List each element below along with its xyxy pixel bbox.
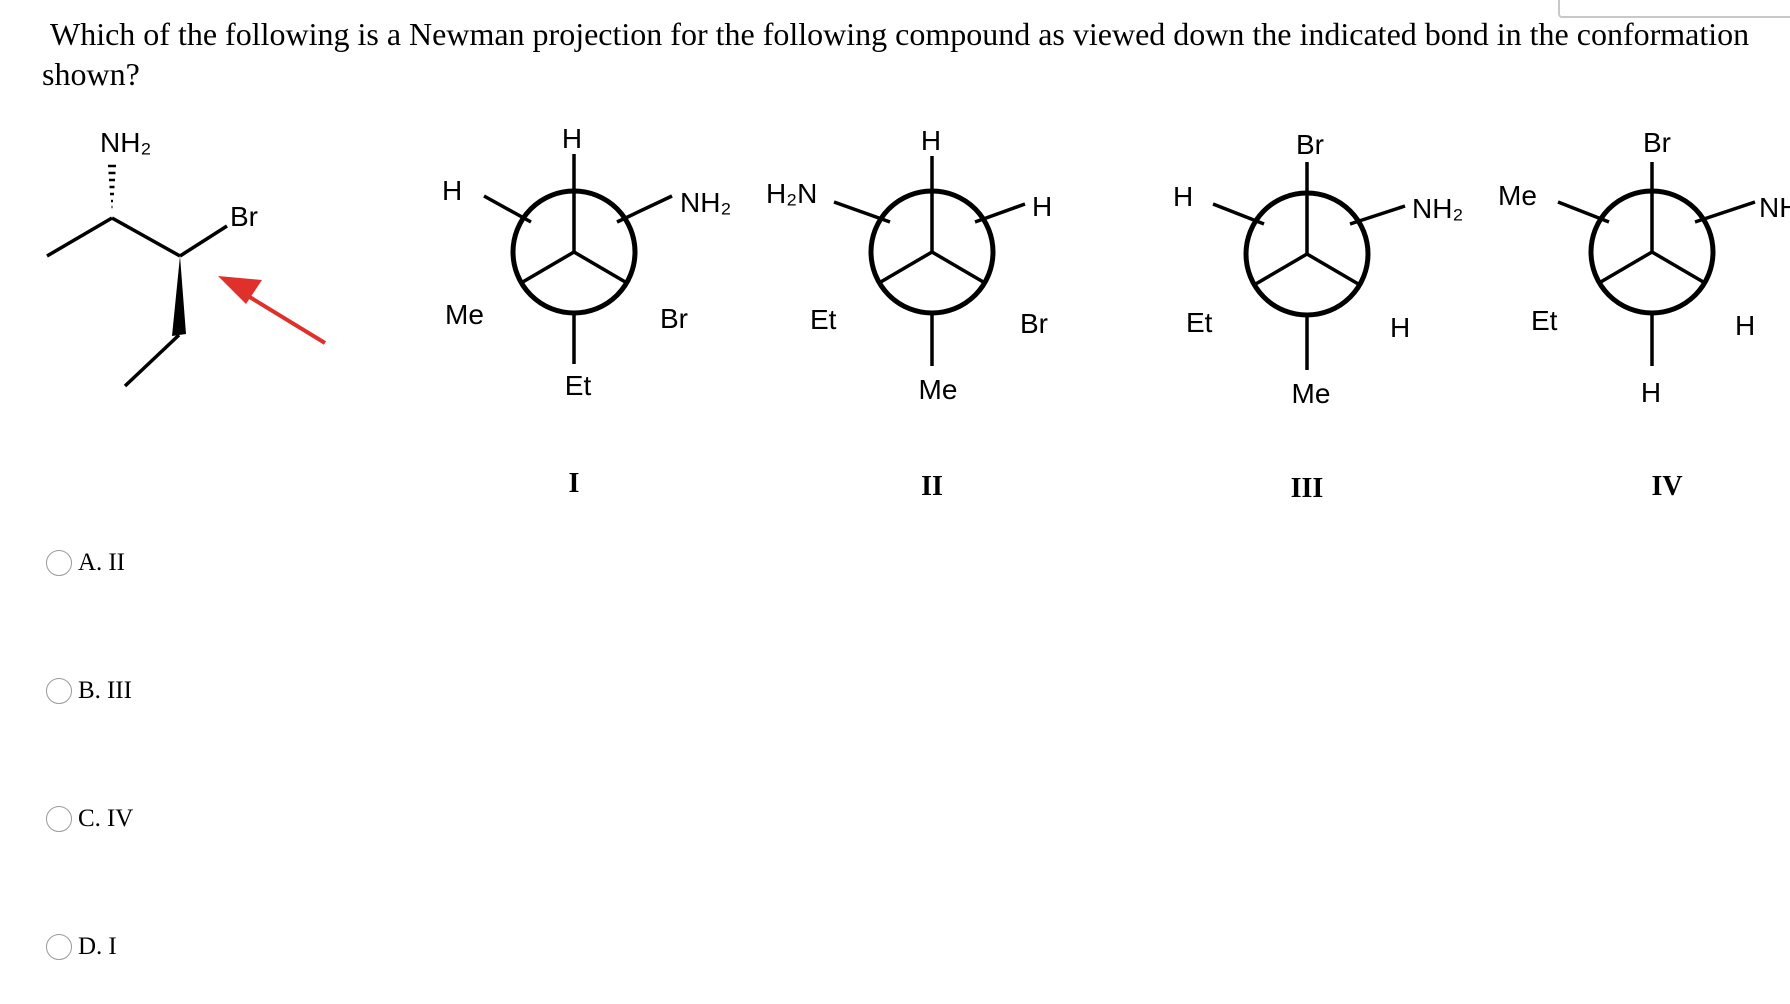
solid-wedge (172, 256, 186, 336)
option-b-radio[interactable] (46, 678, 72, 704)
newman-iv-top-label: Br (1643, 127, 1671, 158)
option-a[interactable]: A. II (46, 548, 125, 578)
newman-i-upper-left-label: H (442, 175, 462, 206)
newman-ii-top-label: H (921, 125, 941, 156)
compound-label-nh2: NH₂ (100, 127, 151, 158)
option-d[interactable]: D. I (46, 932, 117, 962)
newman-iii-bottom-label: Me (1292, 378, 1331, 409)
option-b-letter: B. (78, 677, 101, 704)
newman-i-upper-right-label: NH₂ (680, 187, 731, 218)
newman-iii-upper-right-label: NH₂ (1412, 193, 1463, 224)
newman-iv-numeral: IV (1651, 471, 1682, 502)
newman-projection-iv: Br Me NH Et H H IV (1498, 127, 1790, 502)
newman-iii-top-label: Br (1296, 129, 1324, 160)
compound-structure: NH₂ Br (46, 127, 327, 388)
newman-ii-lower-left-label: Et (810, 304, 837, 335)
option-c-letter: C. (78, 805, 101, 832)
hashed-wedge (108, 164, 116, 209)
newman-i-numeral: I (569, 468, 580, 499)
question-text: Which of the following is a Newman proje… (42, 16, 1750, 92)
newman-ii-upper-left-label: H₂N (766, 178, 817, 209)
newman-iii-upper-left-label: H (1173, 181, 1193, 212)
bond-ethyl (123, 333, 181, 388)
option-a-value: II (108, 549, 125, 576)
option-d-radio[interactable] (46, 934, 72, 960)
newman-i-bottom-label: Et (565, 370, 592, 401)
newman-iv-lower-right-label: H (1735, 310, 1755, 341)
newman-ii-numeral: II (921, 471, 943, 502)
top-right-box (1558, 0, 1790, 18)
figure-area: NH₂ Br H H NH₂ Me (46, 123, 1790, 504)
option-c[interactable]: C. IV (46, 804, 133, 834)
option-c-value: IV (106, 805, 134, 832)
newman-iii-numeral: III (1291, 473, 1324, 504)
newman-ii-bottom-label: Me (919, 374, 958, 405)
newman-projection-ii: H H₂N H Et Br Me II (766, 125, 1052, 502)
newman-iv-lower-left-label: Et (1531, 305, 1558, 336)
newman-iv-upper-right-label: NH (1759, 192, 1790, 223)
option-d-value: I (108, 933, 117, 960)
newman-iii-lower-left-label: Et (1186, 307, 1213, 338)
bond-c2-c3 (111, 216, 181, 258)
compound-label-br: Br (230, 201, 258, 232)
newman-ii-upper-right-label: H (1032, 191, 1052, 222)
newman-i-lower-right-label: Br (660, 303, 688, 334)
newman-ii-lower-right-label: Br (1020, 308, 1048, 339)
newman-i-lower-left-label: Me (445, 299, 484, 330)
bond-c1-c2 (46, 216, 113, 258)
newman-iii-lower-right-label: H (1390, 312, 1410, 343)
option-a-letter: A. (78, 549, 103, 576)
option-b-value: III (106, 677, 132, 704)
option-b[interactable]: B. III (46, 676, 132, 706)
option-a-radio[interactable] (46, 550, 72, 576)
newman-projection-iii: Br H NH₂ Et H Me III (1173, 129, 1463, 504)
newman-iv-bottom-label: H (1641, 377, 1661, 408)
option-d-letter: D. (78, 933, 103, 960)
newman-i-top-label: H (562, 123, 582, 154)
newman-projection-i: H H NH₂ Me Br Et I (442, 123, 731, 499)
indicator-arrow (218, 276, 327, 345)
option-c-radio[interactable] (46, 806, 72, 832)
bond-c3-br (179, 224, 228, 258)
newman-iv-upper-left-label: Me (1498, 180, 1537, 211)
